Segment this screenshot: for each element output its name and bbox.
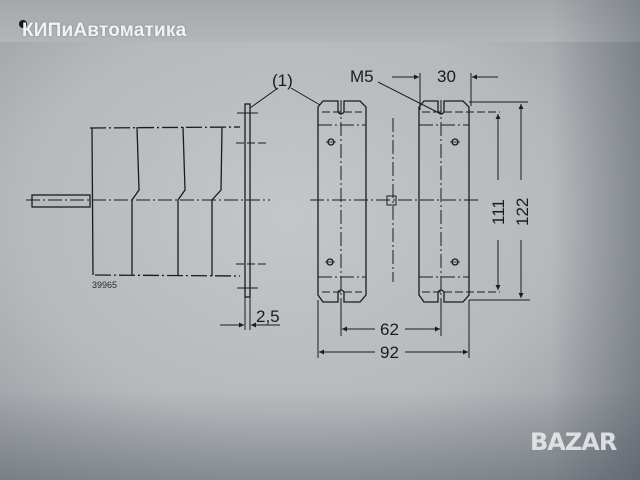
- callout-label: (1): [272, 71, 293, 90]
- part-number-label: 39965: [92, 280, 117, 290]
- bracket-right: [418, 100, 500, 305]
- thread-label: M5: [350, 67, 374, 86]
- dim-slot-spacing-horizontal: 62: [380, 320, 399, 339]
- dim-slot-spacing-vertical: 111: [489, 199, 508, 225]
- paper-shadow-bottom: [0, 390, 640, 480]
- dim-plate-thickness: 2,5: [256, 307, 280, 326]
- dim-slot-offset: 30: [437, 67, 456, 86]
- bracket-left: [317, 100, 367, 305]
- paper-shadow-right: [550, 0, 640, 480]
- dim-overall-width: 92: [380, 343, 399, 362]
- brand-watermark: КИПиАвтоматика: [22, 20, 187, 41]
- paper-top-band: [0, 0, 640, 42]
- motor-side-view: [26, 103, 280, 330]
- dim-overall-height: 122: [513, 198, 532, 226]
- hole-punch-mark: [19, 20, 27, 28]
- bazar-logo: BAZAR: [530, 428, 617, 456]
